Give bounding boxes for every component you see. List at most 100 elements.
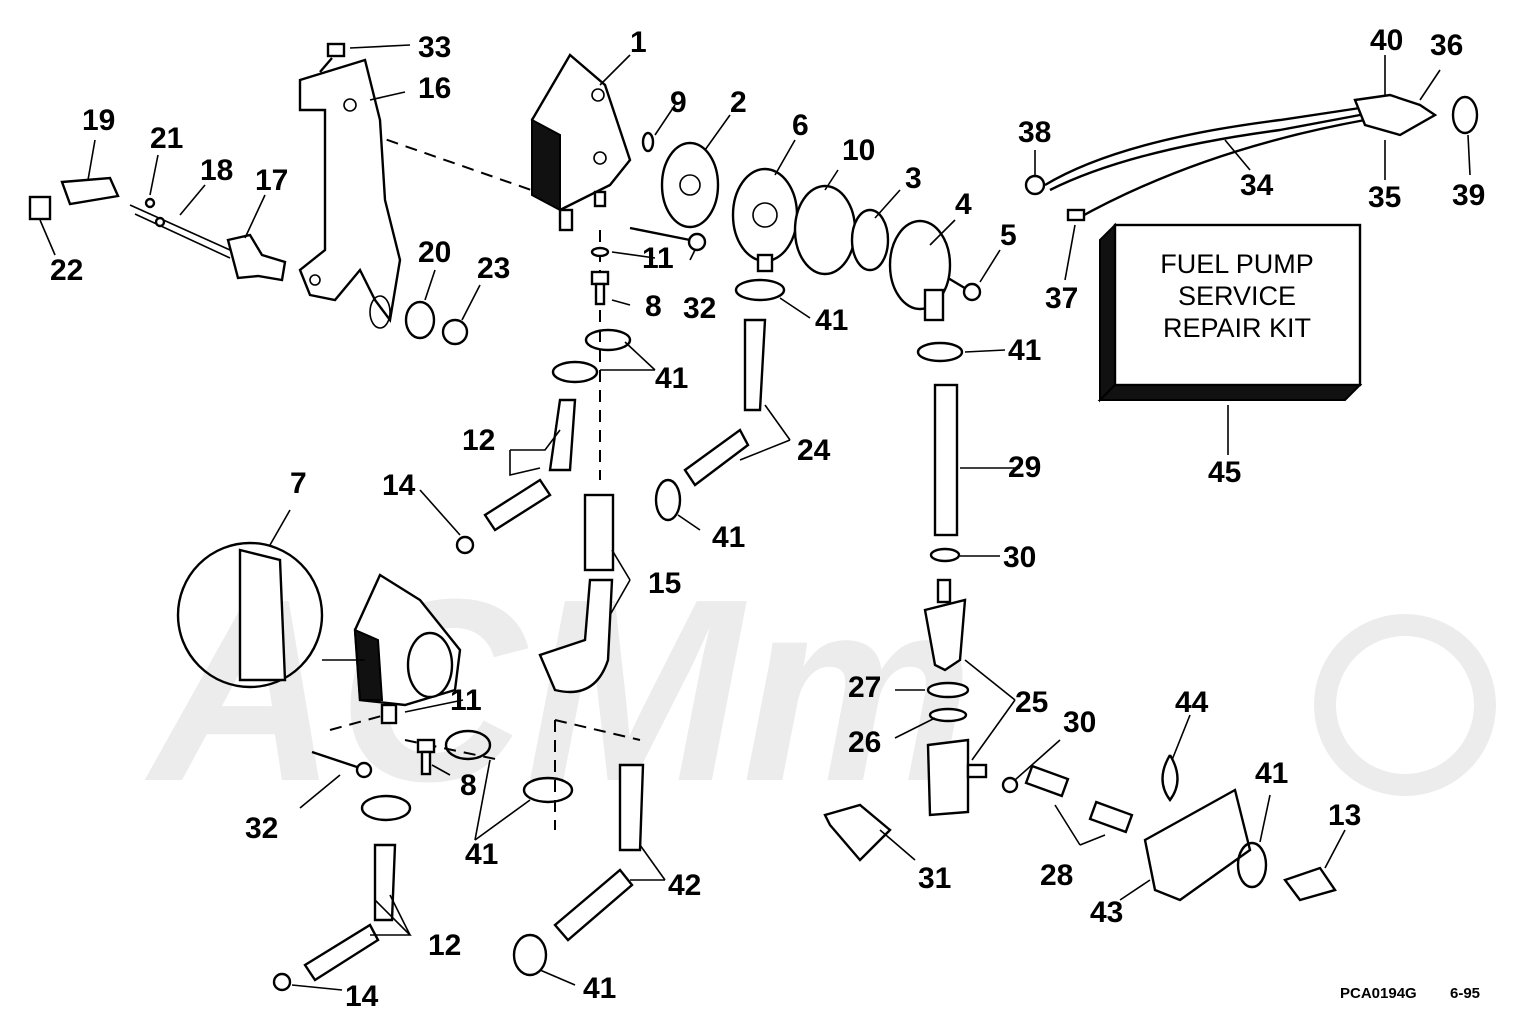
callout-43: 43 [1090,896,1123,929]
oring-11-top [590,246,610,258]
callout-13: 13 [1328,799,1361,832]
clamp-30-lower [1001,776,1019,794]
callout-9: 9 [670,86,687,119]
callout-15: 15 [648,567,681,600]
figure-code: PCA0194G [1340,985,1417,1002]
callout-38: 38 [1018,116,1051,149]
callout-4: 4 [955,188,972,221]
gasket-20 [404,300,436,340]
callout-7: 7 [290,467,307,500]
callout-37: 37 [1045,282,1078,315]
screw-32-top [629,226,707,252]
callout-36: 36 [1430,29,1463,62]
fuel-pump-lower [353,573,462,725]
callout-32-top: 32 [683,292,716,325]
callout-8-lower: 8 [460,769,477,802]
oring-9 [641,131,655,153]
plate-2 [660,141,720,229]
hose-28-a [1024,764,1070,798]
hose-28-b [1088,800,1134,834]
bracket-16 [298,58,402,329]
callout-26: 26 [848,726,881,759]
callout-17: 17 [255,164,288,197]
callout-11-top: 11 [642,242,674,275]
callout-41-g: 41 [1255,757,1288,790]
callout-3: 3 [905,162,922,195]
callout-40: 40 [1370,24,1403,57]
callout-34: 34 [1240,169,1274,202]
callout-39: 39 [1452,179,1485,212]
callout-18: 18 [200,154,233,187]
callout-5: 5 [1000,219,1017,252]
clips-41-lower [360,729,574,977]
screen-3 [850,208,890,272]
callout-30-lower: 30 [1063,706,1096,739]
callout-33: 33 [418,31,451,64]
callout-41-e: 41 [465,838,498,871]
callout-6: 6 [792,109,809,142]
screw-32-lower [311,750,373,779]
callout-31: 31 [918,862,951,895]
connector-13 [1283,866,1337,902]
callout-27: 27 [848,671,881,704]
callout-21: 21 [150,122,183,155]
callout-labels: 1 2 3 4 5 6 7 8 8 9 10 11 11 12 12 13 14… [50,24,1485,1013]
callout-11-lower: 11 [450,684,482,717]
harness-34 [1024,93,1479,222]
fuel-pump-1 [530,53,632,232]
filter-43 [1143,788,1252,902]
callout-29: 29 [1008,451,1041,484]
callout-41-d: 41 [712,521,745,554]
callout-41-b: 41 [815,304,848,337]
callout-12-lower: 12 [428,929,461,962]
clips-41-upper [551,278,964,522]
figure-date: 6-95 [1450,985,1480,1002]
callout-19: 19 [82,104,115,137]
hoses [303,318,959,982]
cover-4 [888,219,952,322]
callout-32-lower: 32 [245,812,278,845]
callout-45: 45 [1208,456,1241,489]
switch-assembly [28,176,287,282]
callout-42: 42 [668,869,701,902]
callout-23: 23 [477,252,510,285]
callout-41-a: 41 [655,362,688,395]
clip-41-right [1236,841,1268,889]
watermark-wheel-icon [1314,614,1496,796]
callout-14-lower: 14 [345,980,379,1013]
clamp-30-upper [929,547,961,563]
callout-1: 1 [630,26,647,59]
clamp-44 [1161,754,1179,803]
kit-label-line3: REPAIR KIT [1163,313,1311,343]
callout-16: 16 [418,72,451,105]
callout-24: 24 [797,434,831,467]
watermark: ACMm [142,546,1496,836]
callout-14-upper: 14 [382,469,416,502]
kit-label-line2: SERVICE [1178,281,1296,311]
clamp-14-lower [272,972,292,992]
callout-8-top: 8 [645,290,662,323]
bracket-31 [823,803,892,862]
gasket-7-inset [176,541,365,689]
oring-10 [793,184,857,276]
callout-30-upper: 30 [1003,541,1036,574]
callout-10: 10 [842,134,875,167]
screw-33 [319,42,346,73]
callout-41-c: 41 [1008,334,1041,367]
leader-lines [39,44,1471,991]
callout-22: 22 [50,254,83,287]
valve-6 [731,167,799,273]
filter-25 [923,578,988,817]
callout-35: 35 [1368,181,1401,214]
callout-2: 2 [730,86,747,119]
screw-5 [947,276,982,302]
fitting-8-lower [416,738,436,776]
callout-20: 20 [418,236,451,269]
kit-label-line1: FUEL PUMP [1160,249,1314,279]
callout-44: 44 [1175,686,1209,719]
service-kit-box: FUEL PUMP SERVICE REPAIR KIT [1097,222,1363,403]
callout-28: 28 [1040,859,1073,892]
callout-25: 25 [1015,686,1048,719]
fitting-8-top [590,270,610,306]
